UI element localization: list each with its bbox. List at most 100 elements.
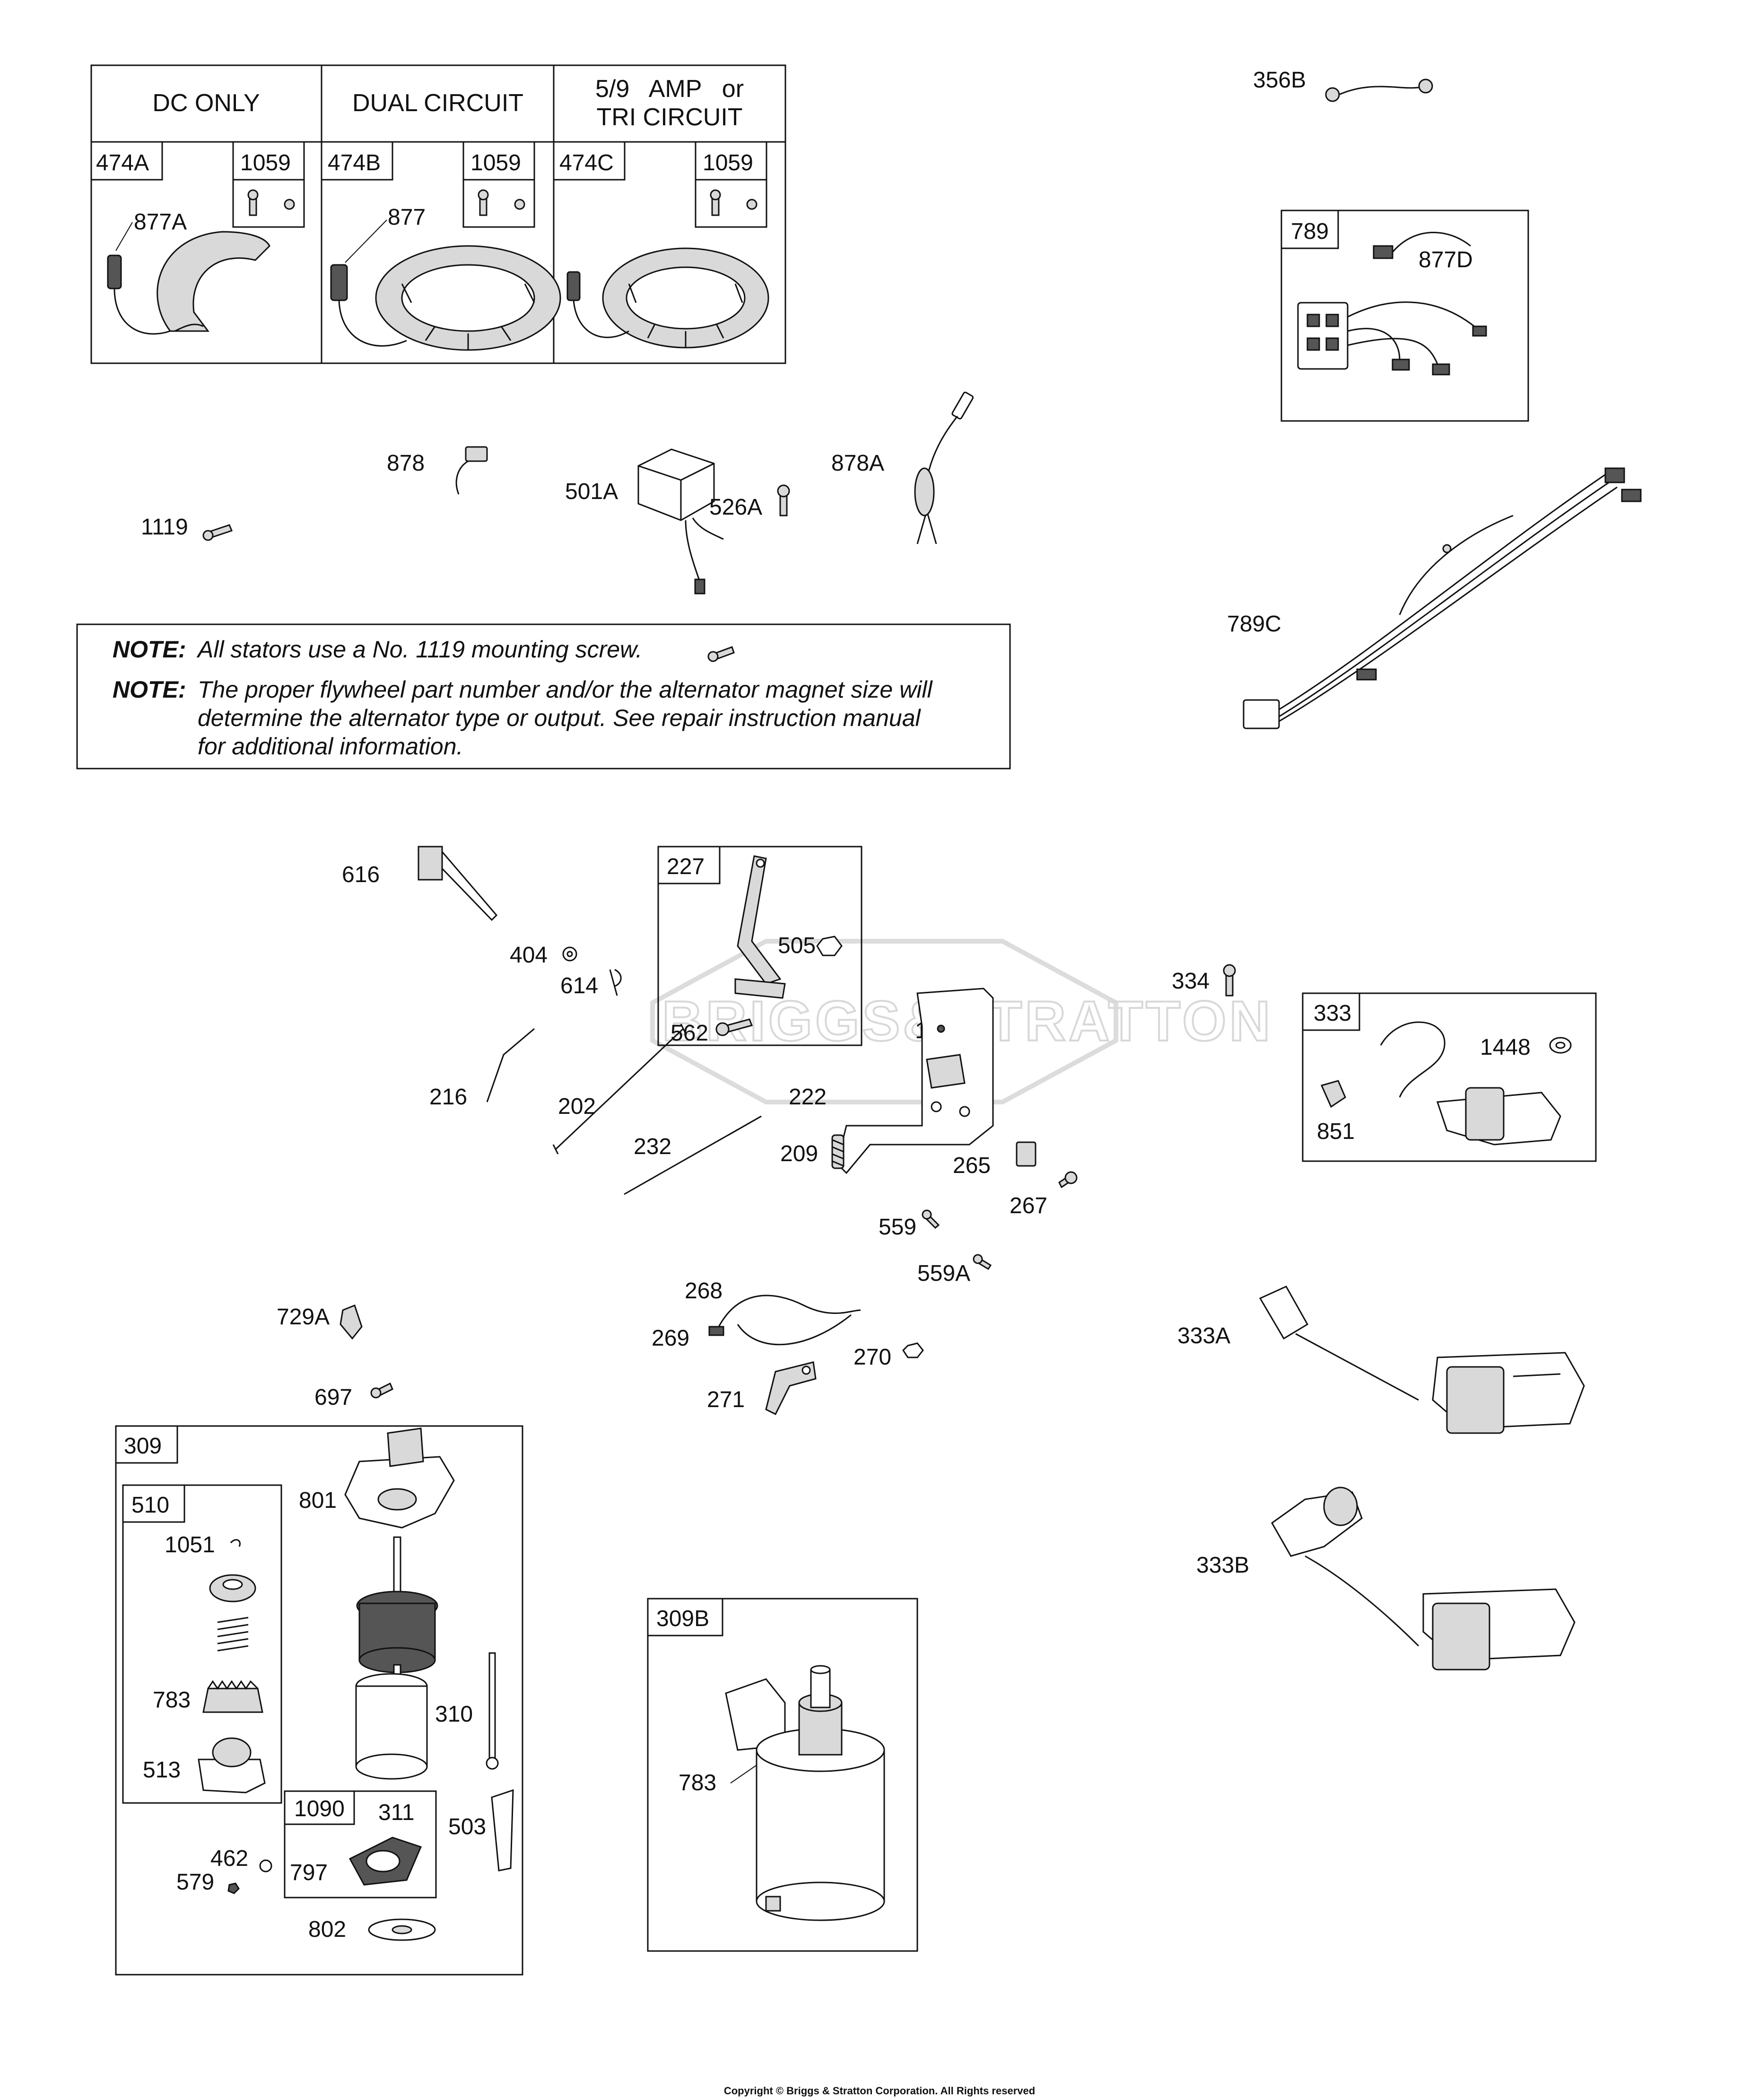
label-474C: 474C — [559, 150, 614, 175]
part-404: 404 — [510, 943, 577, 968]
part-267: 267 — [1010, 1171, 1078, 1218]
svg-text:505: 505 — [778, 933, 816, 958]
svg-text:265: 265 — [953, 1153, 991, 1178]
label-1059-b: 1059 — [470, 150, 521, 175]
part-356B: 356B — [1253, 68, 1433, 102]
svg-text:356B: 356B — [1253, 68, 1306, 93]
svg-text:404: 404 — [510, 943, 548, 968]
svg-text:333B: 333B — [1196, 1553, 1249, 1578]
part-559A: 559A — [917, 1254, 992, 1286]
part-878A: 878A — [831, 392, 974, 544]
svg-text:309B: 309B — [656, 1606, 709, 1631]
part-270: 270 — [853, 1342, 924, 1370]
bracket-188: 188 — [836, 988, 994, 1174]
note-box: NOTE: All stators use a No. 1119 mountin… — [76, 623, 1011, 770]
screw-nut-icon — [710, 189, 758, 216]
part-202: 202 — [552, 1024, 687, 1155]
alternator-table: DC ONLY DUAL CIRCUIT 5/9 AMP or TRI CIRC… — [90, 64, 786, 364]
part-216: 216 — [429, 1028, 535, 1110]
label-1059-a: 1059 — [240, 150, 291, 175]
part-614: 614 — [560, 969, 622, 998]
screw-icon — [707, 646, 735, 662]
col-header-dc-only: DC ONLY — [152, 89, 260, 117]
svg-text:802: 802 — [308, 1917, 346, 1942]
part-271: 271 — [707, 1361, 817, 1416]
label-474B: 474B — [328, 150, 381, 175]
svg-text:503: 503 — [448, 1814, 486, 1839]
svg-text:501A: 501A — [565, 479, 618, 504]
svg-text:1051: 1051 — [165, 1532, 215, 1558]
svg-text:269: 269 — [652, 1326, 689, 1351]
svg-text:311: 311 — [378, 1800, 415, 1825]
col-header-dual-circuit: DUAL CIRCUIT — [352, 89, 523, 117]
part-501A: 501A — [565, 448, 724, 595]
svg-text:202: 202 — [558, 1094, 596, 1119]
part-209: 209 — [780, 1134, 845, 1169]
svg-text:801: 801 — [299, 1488, 337, 1513]
svg-text:526A: 526A — [709, 495, 762, 520]
svg-text:789: 789 — [1291, 219, 1329, 244]
label-1059-c: 1059 — [703, 150, 753, 175]
note-2-line-1: The proper flywheel part number and/or t… — [198, 676, 933, 703]
svg-text:783: 783 — [679, 1770, 716, 1795]
part-333B: 333B — [1196, 1487, 1576, 1671]
svg-text:851: 851 — [1317, 1119, 1355, 1144]
svg-text:559A: 559A — [917, 1261, 970, 1286]
part-616: 616 — [342, 846, 498, 921]
svg-text:227: 227 — [667, 854, 705, 879]
svg-text:616: 616 — [342, 862, 380, 887]
svg-text:510: 510 — [131, 1493, 169, 1518]
box-333: 333 1448 851 — [1302, 992, 1597, 1162]
svg-text:797: 797 — [290, 1860, 328, 1885]
part-268-269: 268 269 — [652, 1278, 861, 1351]
part-334: 334 — [1172, 964, 1236, 997]
svg-text:729A: 729A — [277, 1304, 330, 1330]
box-227: 227 505 562 — [657, 846, 862, 1046]
note-1-label: NOTE: — [113, 636, 186, 663]
svg-text:1090: 1090 — [294, 1796, 345, 1821]
svg-text:878A: 878A — [831, 451, 884, 476]
svg-text:232: 232 — [634, 1134, 671, 1159]
part-729A: 729A — [277, 1304, 363, 1340]
svg-text:614: 614 — [560, 973, 598, 998]
svg-text:333A: 333A — [1177, 1323, 1230, 1348]
box-309B: 309B 783 — [647, 1598, 918, 1952]
note-2-line-2: determine the alternator type or output.… — [198, 705, 922, 731]
svg-text:513: 513 — [143, 1758, 181, 1783]
svg-text:1448: 1448 — [1480, 1035, 1531, 1060]
part-1119: 1119 — [141, 515, 233, 541]
svg-text:216: 216 — [429, 1085, 467, 1110]
svg-text:559: 559 — [879, 1215, 916, 1240]
part-526A: 526A — [709, 484, 790, 520]
svg-text:783: 783 — [153, 1688, 191, 1713]
svg-text:270: 270 — [853, 1345, 891, 1370]
stator-474A-drawing — [107, 231, 270, 335]
part-697: 697 — [314, 1382, 393, 1410]
svg-text:268: 268 — [685, 1278, 723, 1304]
svg-text:462: 462 — [210, 1846, 248, 1871]
svg-text:334: 334 — [1172, 969, 1210, 994]
part-265: 265 — [953, 1141, 1036, 1178]
part-222: 222 — [789, 1085, 827, 1110]
stator-474C-drawing — [566, 247, 769, 349]
box-789: 789 877D — [1280, 210, 1529, 422]
svg-text:267: 267 — [1010, 1193, 1047, 1218]
svg-text:309: 309 — [124, 1434, 162, 1459]
label-877A: 877A — [134, 210, 187, 235]
part-232: 232 — [624, 1115, 762, 1195]
note-1-text: All stators use a No. 1119 mounting scre… — [196, 636, 642, 663]
svg-text:1119: 1119 — [141, 515, 188, 540]
screw-nut-icon — [247, 189, 295, 216]
svg-text:562: 562 — [671, 1021, 708, 1046]
svg-text:222: 222 — [789, 1085, 827, 1110]
box-309: 309 510 1051 783 513 801 310 1090 311 — [115, 1425, 523, 1976]
screw-nut-icon — [478, 189, 525, 216]
svg-text:878: 878 — [387, 451, 425, 476]
part-878: 878 — [387, 446, 488, 495]
col-header-tri-circuit-2: TRI CIRCUIT — [596, 104, 742, 131]
part-789C: 789C — [1227, 467, 1642, 729]
note-2-line-3: for additional information. — [198, 733, 463, 760]
label-474A: 474A — [96, 150, 149, 175]
copyright-text: Copyright © Briggs & Stratton Corporatio… — [724, 2085, 1035, 2097]
